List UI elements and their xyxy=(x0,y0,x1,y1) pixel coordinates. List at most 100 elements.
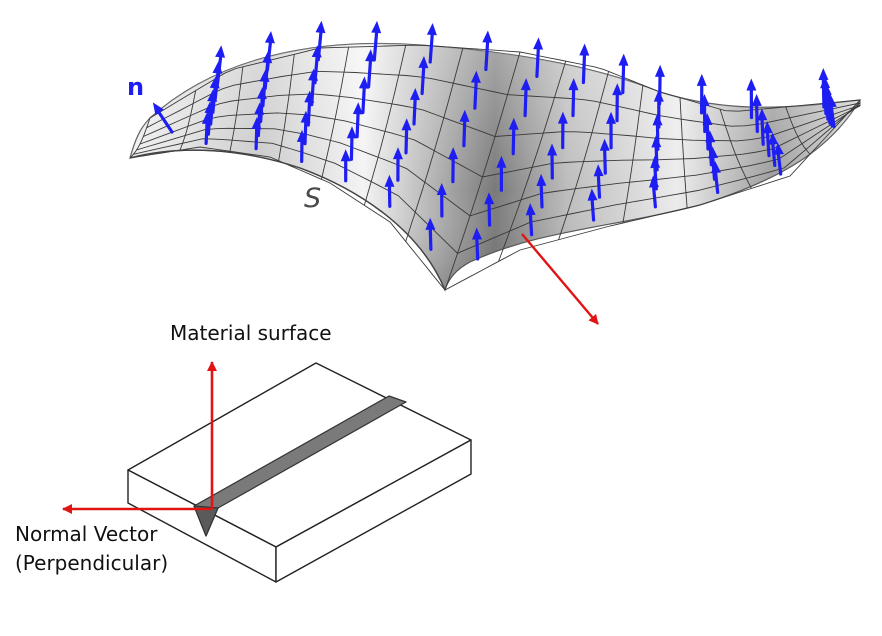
normal-arrowhead xyxy=(762,121,773,134)
mesh-line xyxy=(679,97,688,209)
normal-arrowhead xyxy=(533,37,544,50)
normal-arrow xyxy=(372,27,379,62)
surface-symbol-label: S xyxy=(304,183,322,214)
normal-arrowhead xyxy=(557,111,568,124)
normal-arrow xyxy=(523,84,528,118)
normal-arrowhead xyxy=(308,68,319,81)
normal-arrowhead xyxy=(587,188,598,201)
normal-arrowhead xyxy=(358,76,369,89)
mesh-line xyxy=(363,45,407,206)
normal-arrowhead xyxy=(820,76,831,89)
normal-arrow xyxy=(770,138,777,167)
normal-arrowhead xyxy=(711,160,722,174)
mesh-line xyxy=(719,108,752,189)
normal-arrow xyxy=(473,77,478,110)
normal-arrowhead xyxy=(654,64,665,77)
normal-arrowhead xyxy=(304,90,315,103)
normal-arrowhead xyxy=(826,95,837,108)
mesh-line xyxy=(129,117,151,159)
normal-arrow xyxy=(462,116,467,148)
normal-arrow xyxy=(705,119,710,151)
normal-arrowhead xyxy=(650,155,661,169)
normal-arrow xyxy=(511,124,516,156)
normal-arrowhead xyxy=(459,109,470,122)
perpendicular-label: (Perpendicular) xyxy=(15,551,169,575)
normal-arrow xyxy=(487,198,492,227)
normal-arrowhead xyxy=(201,111,212,125)
normal-arrowhead xyxy=(340,149,351,162)
normal-arrow xyxy=(404,124,409,155)
normal-arrowhead xyxy=(547,143,558,156)
normal-arrowhead xyxy=(470,70,481,83)
normal-arrowhead xyxy=(484,192,495,205)
normal-arrow xyxy=(754,100,759,134)
normal-arrowhead xyxy=(425,217,436,230)
mesh-line xyxy=(785,106,811,155)
normal-arrowhead xyxy=(448,147,459,160)
normal-arrow xyxy=(349,132,354,161)
surface-mesh xyxy=(129,44,861,291)
normal-arrowhead xyxy=(409,88,420,101)
normal-arrowhead xyxy=(215,45,226,58)
normal-arrow xyxy=(596,170,602,199)
normal-arrowhead xyxy=(352,102,363,115)
normal-arrow xyxy=(571,84,576,118)
normal-arrowhead xyxy=(702,113,713,126)
normal-arrowhead xyxy=(606,111,617,124)
normal-arrowhead xyxy=(599,138,610,151)
normal-arrowhead xyxy=(365,49,376,62)
normal-arrow xyxy=(420,62,426,96)
normal-arrowhead xyxy=(746,78,757,91)
normal-arrow xyxy=(361,82,366,115)
normal-arrowhead xyxy=(612,83,623,96)
mesh-line xyxy=(405,47,464,242)
normal-arrowhead xyxy=(496,155,507,168)
mesh-line xyxy=(278,54,295,161)
normal-arrowhead xyxy=(256,86,267,100)
normal-arrowhead xyxy=(209,76,220,89)
normal-arrowhead xyxy=(346,126,357,139)
mesh-line xyxy=(320,47,350,180)
normal-arrowhead xyxy=(536,173,547,187)
normal-arrowhead xyxy=(296,129,307,142)
normal-arrowhead xyxy=(212,61,223,74)
mesh-line xyxy=(444,51,521,291)
normal-arrowhead xyxy=(472,227,483,240)
mesh-line xyxy=(558,71,610,240)
normal-arrow xyxy=(760,114,765,146)
normal-arrowhead xyxy=(508,117,519,130)
normal-arrowhead xyxy=(618,53,629,66)
normal-arrowhead xyxy=(696,73,707,86)
normal-arrow xyxy=(428,29,435,64)
normal-arrow xyxy=(535,43,541,79)
mesh-line xyxy=(622,85,644,224)
mesh-line xyxy=(179,90,197,151)
normal-arrowhead xyxy=(259,69,270,83)
normal-arrowhead xyxy=(525,203,536,216)
normal-arrowhead xyxy=(818,68,829,81)
normal-arrowhead xyxy=(757,108,768,121)
surface-to-block-arrow xyxy=(521,233,599,325)
normal-arrowhead xyxy=(392,147,403,160)
normal-arrowhead xyxy=(653,89,664,102)
surface-front-edge xyxy=(129,149,446,291)
normal-vector-label: Normal Vector xyxy=(15,522,158,546)
normal-arrow xyxy=(355,108,360,139)
material-surface-label: Material surface xyxy=(170,321,332,345)
normal-arrow xyxy=(539,180,544,209)
normal-arrowhead xyxy=(649,175,660,188)
normal-arrow xyxy=(367,55,373,89)
normal-symbol-label: n xyxy=(127,73,145,101)
normal-arrowhead xyxy=(652,113,663,126)
normal-arrow xyxy=(602,145,607,175)
normal-arrowhead xyxy=(418,56,429,69)
normal-vector-field xyxy=(152,20,837,261)
normal-arrowhead xyxy=(768,132,779,145)
normal-arrowhead xyxy=(315,20,326,34)
normal-arrowhead xyxy=(401,118,412,131)
normal-arrowhead xyxy=(262,50,273,64)
normal-arrowhead xyxy=(708,146,719,159)
normal-arrowhead xyxy=(568,78,579,91)
normal-arrow xyxy=(581,49,587,85)
